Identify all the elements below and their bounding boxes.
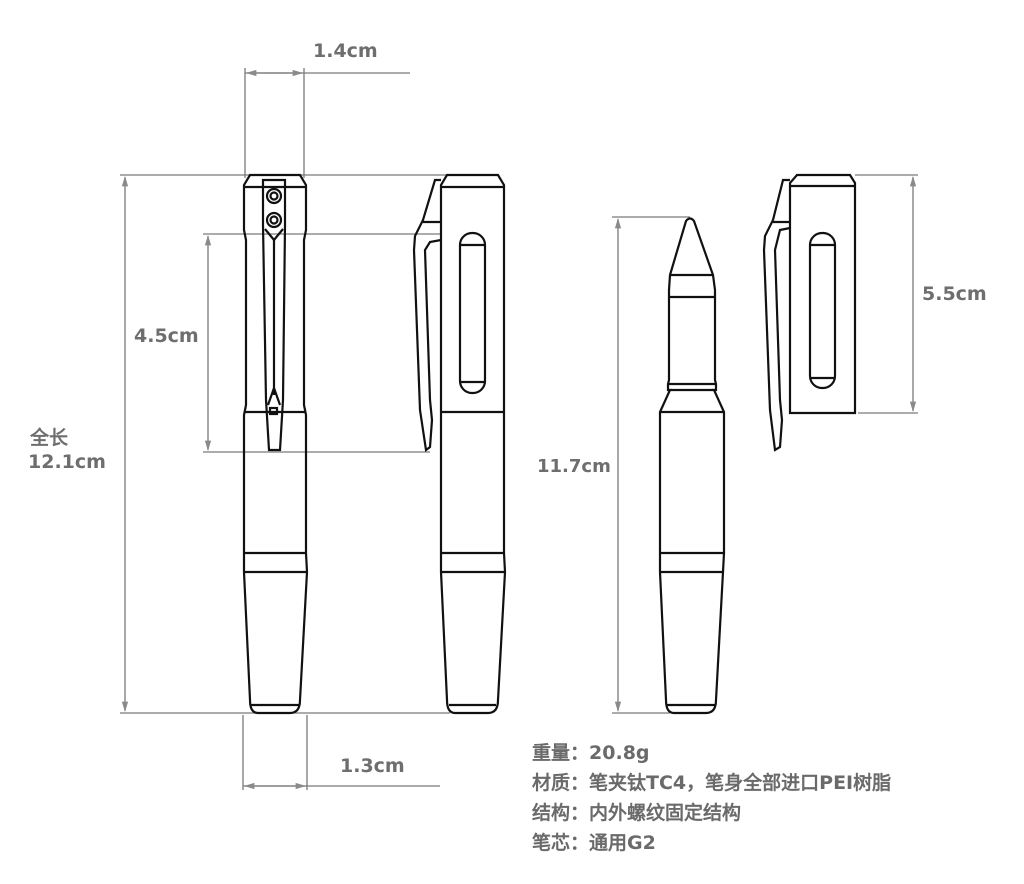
cap-view [762,173,857,452]
spec-refill: 笔芯：通用G2 [532,828,891,858]
pen-length-label: 11.7cm [537,456,611,477]
spec-structure: 结构：内外螺纹固定结构 [532,798,891,828]
spec-sep: ： [570,772,590,794]
cap-width-label: 1.4cm [313,40,378,62]
spec-sep: ： [570,802,590,824]
spec-value: 笔夹钛TC4，笔身全部进口PEI树脂 [589,772,892,794]
spec-key: 笔芯 [532,832,571,854]
spec-value: 内外螺纹固定结构 [589,802,742,824]
dimension-lines [120,68,918,790]
spec-key: 结构 [532,802,571,824]
spec-weight: 重量：20.8g [532,738,891,768]
spec-sep: ： [570,832,590,854]
spec-sep: ： [570,742,590,764]
spec-key: 材质 [532,772,571,794]
spec-value: 通用G2 [589,832,656,854]
total-length-label: 12.1cm [28,451,106,473]
spec-material: 材质：笔夹钛TC4，笔身全部进口PEI树脂 [532,768,891,798]
spec-value: 20.8g [589,742,650,764]
pen-front-view [242,173,309,715]
pen-uncapped-view [658,217,726,715]
pen-side-view [412,173,507,715]
cap-length-label: 5.5cm [922,283,987,305]
spec-list: 重量：20.8g 材质：笔夹钛TC4，笔身全部进口PEI树脂 结构：内外螺纹固定… [532,738,891,858]
clip-length-label: 4.5cm [134,325,199,347]
body-width-label: 1.3cm [340,755,405,777]
spec-key: 重量 [532,742,571,764]
total-length-title: 全长 [30,427,69,449]
